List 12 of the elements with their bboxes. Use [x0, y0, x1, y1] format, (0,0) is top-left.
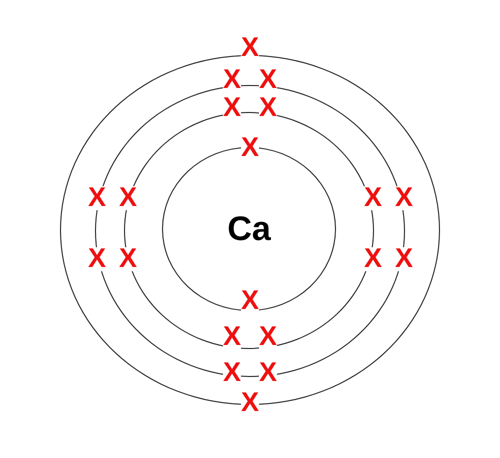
electron-mark: X — [395, 186, 413, 210]
electron-mark: X — [395, 247, 413, 271]
electron-mark: X — [119, 247, 137, 271]
electron-mark: X — [364, 247, 382, 271]
electron-mark: X — [88, 247, 106, 271]
electron-mark: X — [241, 289, 259, 313]
electron-mark: X — [364, 186, 382, 210]
electron-mark: X — [88, 186, 106, 210]
electron-mark: X — [259, 325, 277, 349]
element-symbol: Ca — [227, 210, 271, 249]
electron-mark: X — [119, 186, 137, 210]
electron-mark: X — [223, 325, 241, 349]
